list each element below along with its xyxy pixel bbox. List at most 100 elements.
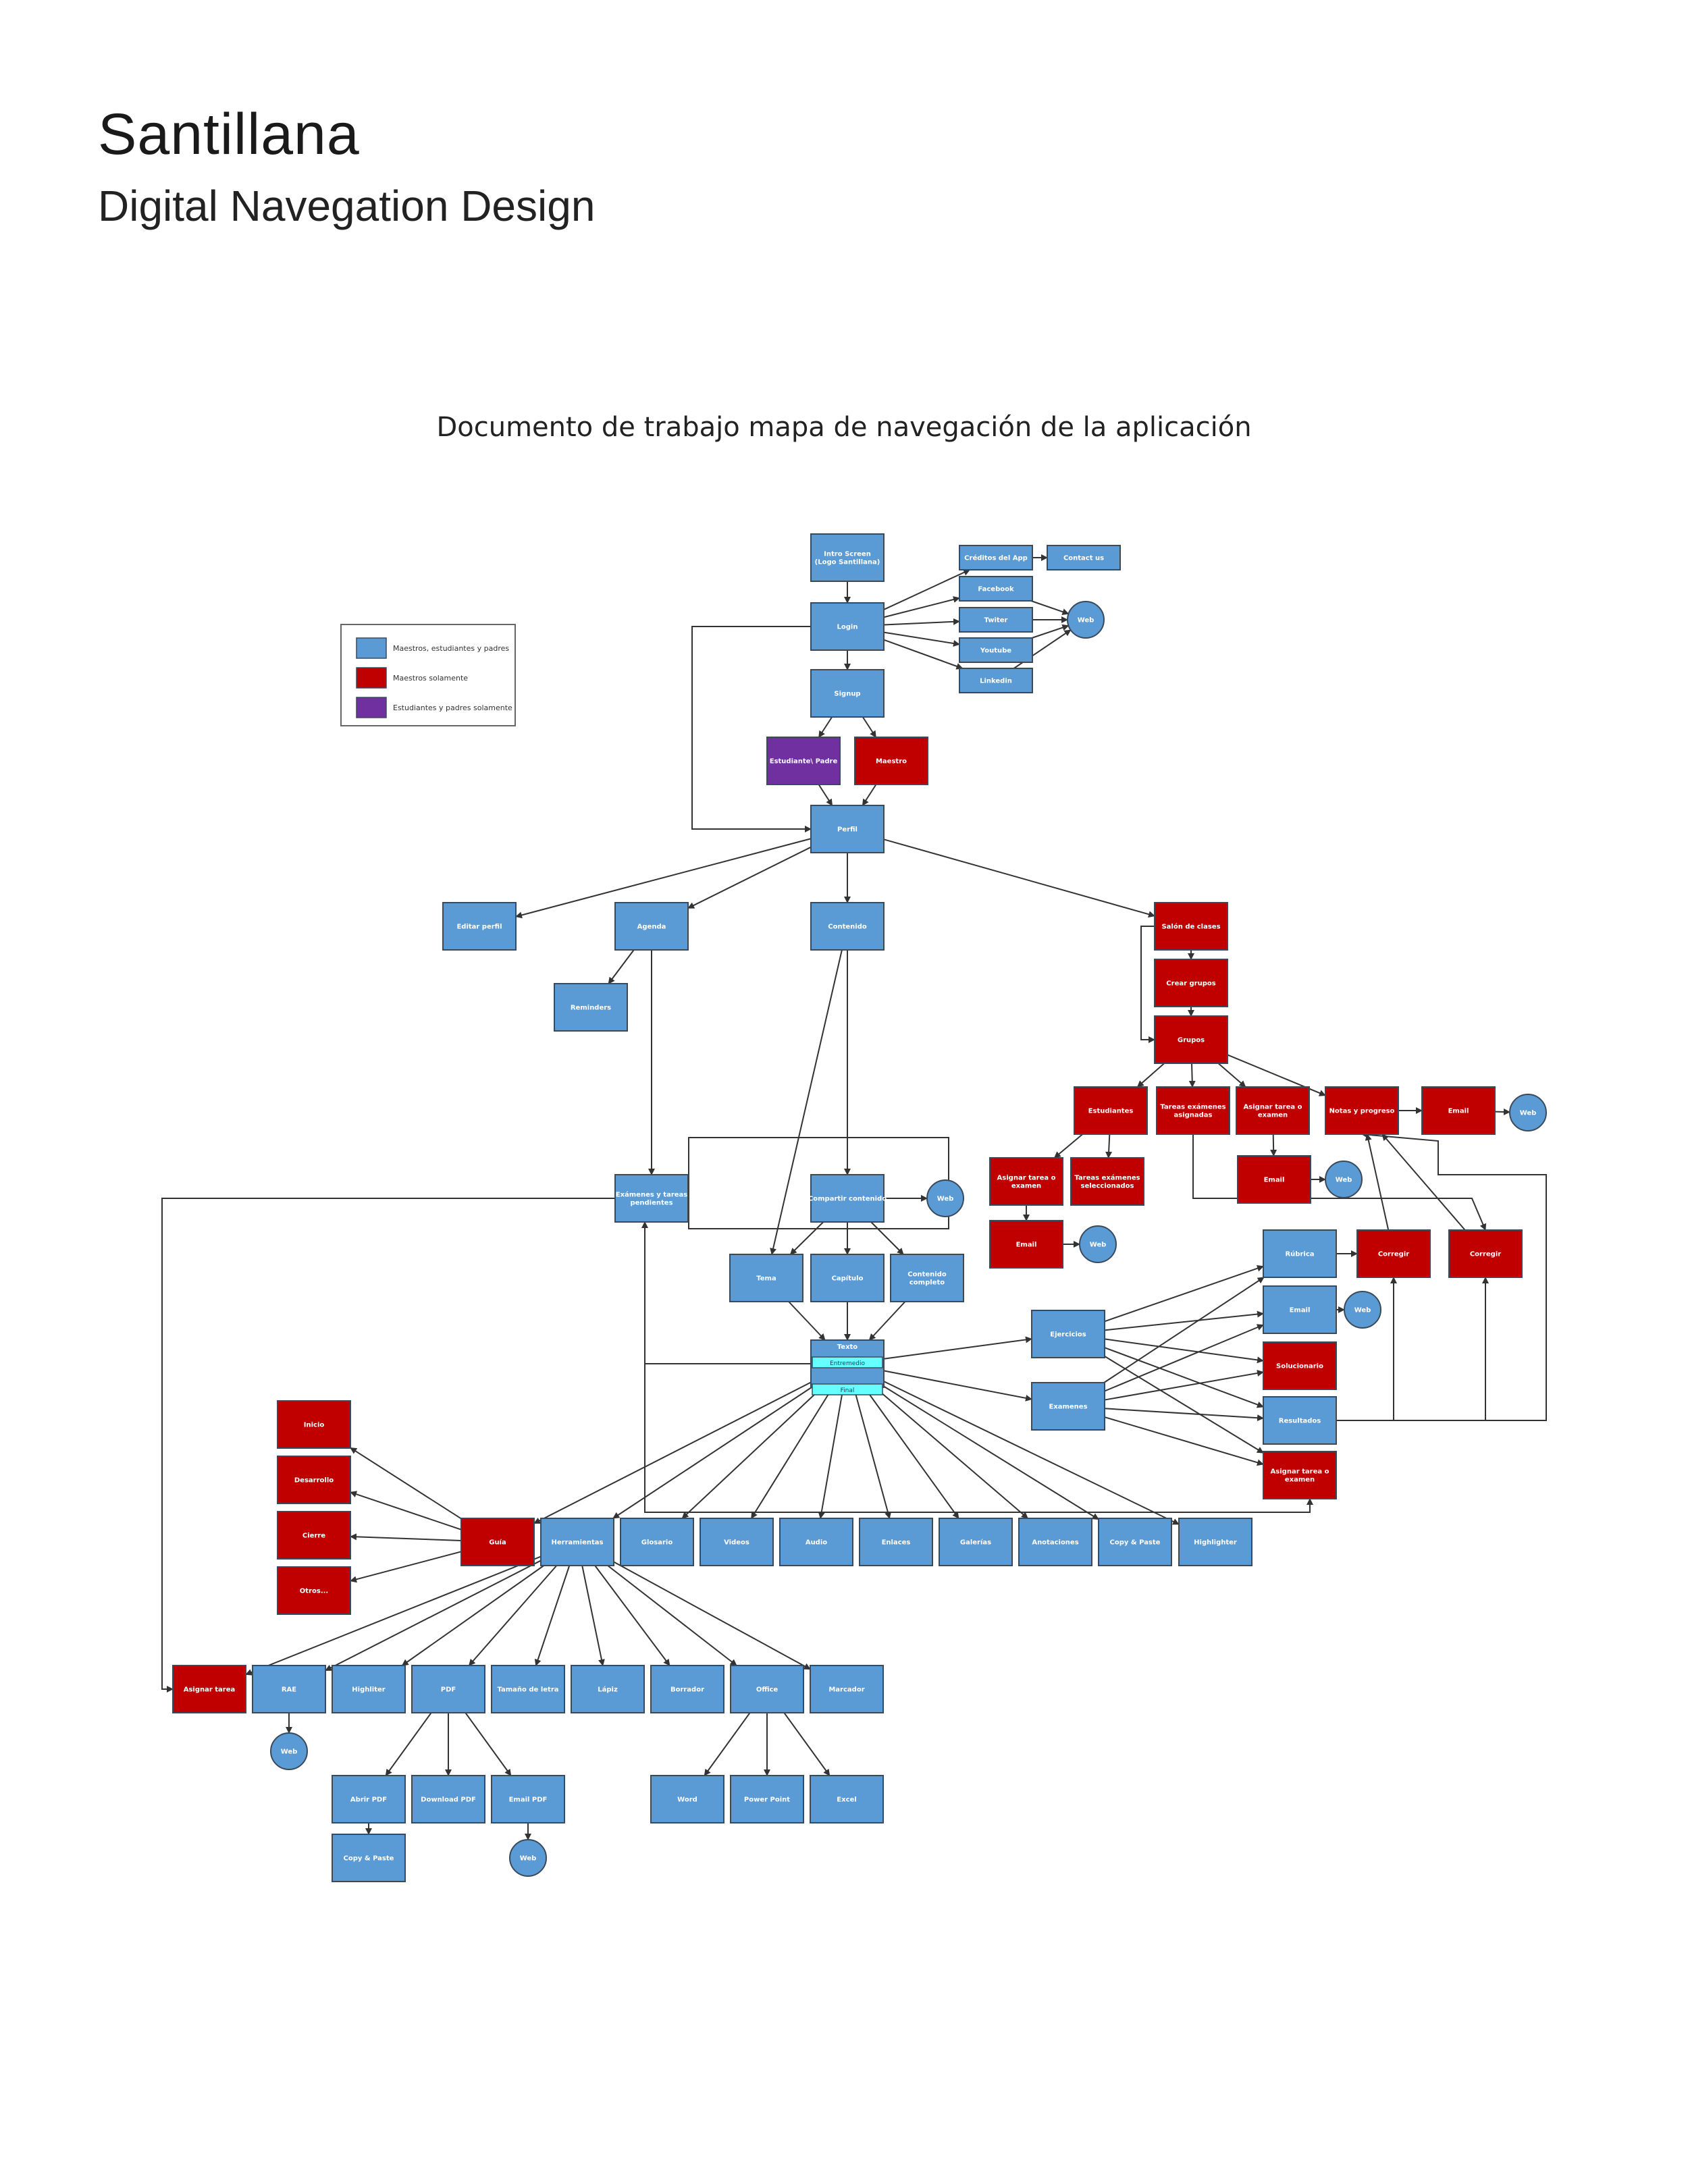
node-herramientas-label: Herramientas [552, 1539, 604, 1547]
node-solucionario-label: Solucionario [1276, 1363, 1323, 1370]
node-creditos: Créditos del App [959, 545, 1033, 570]
node-notas-label: Notas y progreso [1329, 1108, 1395, 1115]
node-anotaciones-label: Anotaciones [1032, 1539, 1078, 1547]
node-email3-label: Email [1016, 1242, 1037, 1249]
node-guia-label: Guía [489, 1539, 506, 1547]
node-download: Download PDF [411, 1775, 485, 1823]
node-pdf-shape [411, 1665, 485, 1713]
node-web3-shape [926, 1179, 964, 1217]
node-copypaste1-label: Copy & Paste [1110, 1539, 1161, 1547]
node-download-shape [411, 1775, 485, 1823]
node-enlaces: Enlaces [859, 1518, 933, 1566]
node-videos-label: Videos [724, 1539, 749, 1547]
node-examenes: Examenes [1031, 1382, 1105, 1431]
node-anotaciones-shape [1018, 1518, 1092, 1566]
node-galerias-shape [939, 1518, 1013, 1566]
page-subtitle: Digital Navegation Design [98, 182, 596, 230]
node-ejercicios: Ejercicios [1031, 1310, 1105, 1358]
edge-contenido-to-tema [770, 949, 843, 1255]
node-highliter-shape [332, 1665, 406, 1713]
node-contenido-label: Contenido [828, 924, 867, 931]
node-login: Login [810, 602, 885, 651]
edge-youtube-to-web_social [1031, 624, 1070, 639]
node-otros: Otros... [277, 1566, 351, 1615]
edge-office-to-word [704, 1712, 751, 1776]
node-solucionario: Solucionario [1263, 1341, 1337, 1390]
node-salon-label: Salón de clases [1161, 923, 1220, 931]
node-guia-shape [460, 1518, 535, 1566]
edge-perfil-to-agenda [687, 846, 812, 909]
edge-ejercicios-to-solucionario [1104, 1338, 1264, 1364]
node-perfil: Perfil [810, 805, 885, 853]
node-glosario-label: Glosario [641, 1539, 673, 1547]
node-email1-shape [1421, 1086, 1496, 1135]
legend-swatch-red [356, 667, 387, 689]
node-desarrollo-label: Desarrollo [294, 1477, 334, 1485]
node-corregir2-shape [1448, 1229, 1523, 1278]
node-estudiante: Estudiante\ Padre [766, 737, 841, 785]
connector-notas-to-resultados-loop [1336, 1131, 1547, 1421]
node-tareas_sel-label: seleccionados [1081, 1183, 1134, 1190]
node-intro: Intro Screen(Logo Santillana) [810, 533, 885, 582]
node-grupos: Grupos [1154, 1015, 1228, 1064]
connector-login-to-perfil-loop [691, 626, 812, 832]
node-galerias: Galerías [939, 1518, 1013, 1566]
node-completo-label: completo [909, 1279, 945, 1287]
node-twitter-label: Twiter [984, 617, 1008, 624]
node-examenes-shape [1031, 1382, 1105, 1431]
node-cierre-label: Cierre [302, 1533, 325, 1540]
node-anotaciones: Anotaciones [1018, 1518, 1092, 1566]
node-word-shape [650, 1775, 724, 1823]
node-videos: Videos [700, 1518, 774, 1566]
edge-texto-to-herramientas [612, 1387, 812, 1519]
node-facebook: Facebook [959, 576, 1033, 602]
edge-texto-to-examenes [883, 1370, 1032, 1402]
node-borrador-shape [650, 1665, 724, 1713]
node-asignar1-label: Asignar tarea o [1244, 1104, 1302, 1111]
node-resultados-label: Resultados [1279, 1418, 1321, 1425]
legend-swatch-purple [356, 697, 387, 718]
node-estudiante-label: Estudiante\ Padre [770, 758, 838, 766]
node-asignar2-label: examen [1011, 1183, 1041, 1190]
edge-asignar1-to-email2 [1270, 1134, 1277, 1156]
node-email3: Email [989, 1220, 1063, 1269]
node-maestro: Maestro [854, 737, 928, 785]
node-word-label: Word [677, 1796, 697, 1804]
node-corregir2-label: Corregir [1470, 1251, 1501, 1258]
node-word: Word [650, 1775, 724, 1823]
node-tareas_sel-shape [1070, 1157, 1144, 1206]
node-tema-shape [729, 1254, 803, 1302]
node-crear-shape [1154, 959, 1228, 1007]
node-asignar2-label: Asignar tarea o [997, 1175, 1056, 1182]
node-web2-shape [1325, 1161, 1363, 1198]
node-agenda-label: Agenda [637, 924, 666, 931]
edge-estudiantes-to-asignar2 [1053, 1134, 1083, 1158]
node-asignar3-label: Asignar tarea o [1271, 1468, 1329, 1476]
node-pdf: PDF [411, 1665, 485, 1713]
node-web6-label: Web [281, 1749, 298, 1756]
node-cierre-shape [277, 1511, 351, 1560]
edge-perfil-to-editar [515, 838, 812, 919]
node-web4: Web [1079, 1225, 1117, 1263]
edge-login-to-youtube [883, 631, 960, 647]
node-youtube-shape [959, 637, 1033, 663]
edge-texto-to-copypaste1 [883, 1385, 1099, 1520]
node-twitter: Twiter [959, 607, 1033, 633]
node-maestro-shape [854, 737, 928, 785]
node-tema: Tema [729, 1254, 803, 1302]
node-twitter-shape [959, 607, 1033, 633]
edge-compartir-to-completo [870, 1221, 904, 1255]
node-completo-label: Contenido [907, 1271, 947, 1279]
node-tareas_asig-label: Tareas exámenes [1160, 1103, 1225, 1111]
node-glosario-shape [620, 1518, 694, 1566]
edge-examenes-to-email4 [1104, 1324, 1264, 1392]
node-copypaste2-label: Copy & Paste [344, 1855, 394, 1863]
edge-pdf-to-abrir [385, 1712, 432, 1776]
edge-texto-to-ejercicios [883, 1336, 1032, 1360]
node-editar-label: Editar perfil [456, 924, 502, 931]
node-excel-label: Excel [837, 1796, 856, 1804]
